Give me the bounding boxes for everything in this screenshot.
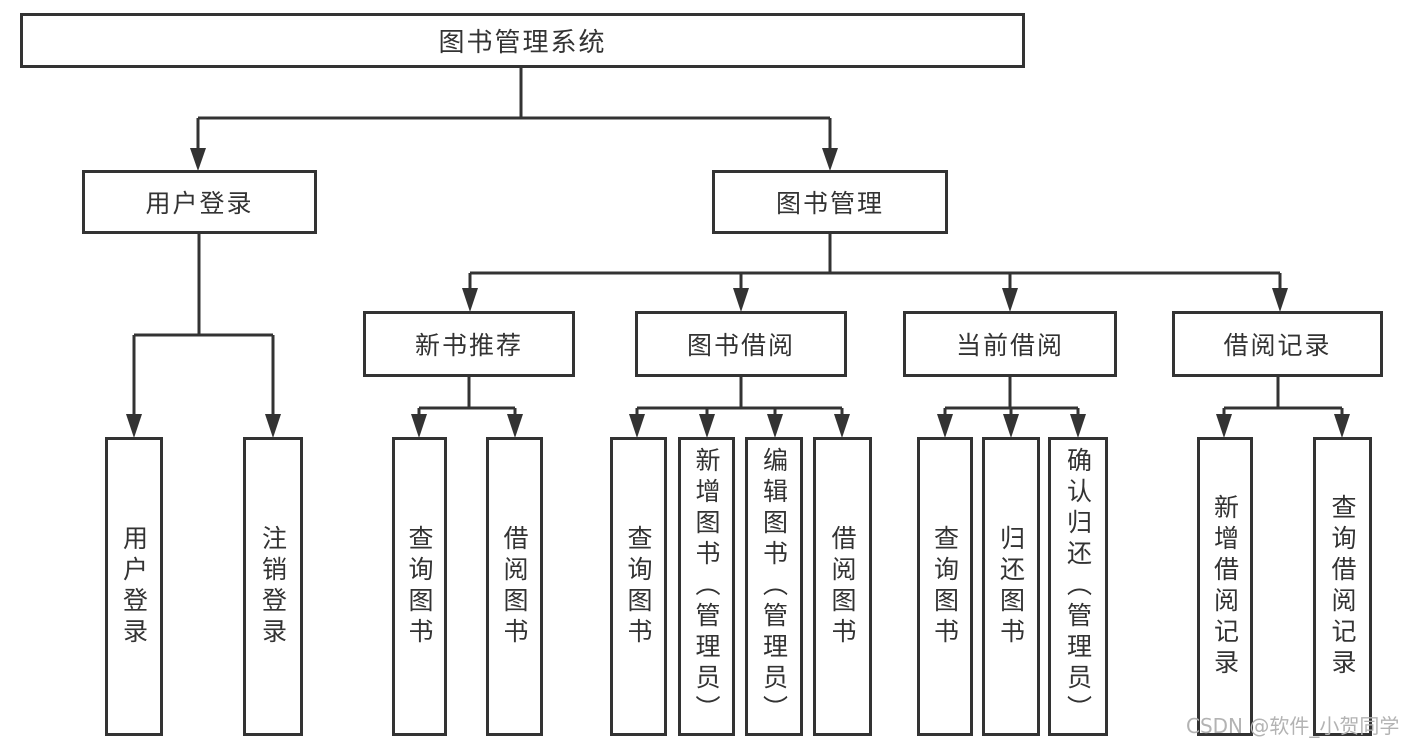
leaf-current-return: 归还图书 (982, 437, 1040, 736)
leaf-label: 编辑图书（管理员） (759, 447, 789, 726)
leaf-borrow-edit-admin: 编辑图书（管理员） (745, 437, 803, 736)
leaf-label: 借阅图书 (500, 524, 529, 649)
leaf-current-confirm-admin: 确认归还（管理员） (1048, 437, 1108, 736)
leaf-borrow-add-admin: 新增图书（管理员） (678, 437, 735, 736)
leaf-label: 查询借阅记录 (1328, 493, 1357, 680)
connector-current-borrow-to-leaves (937, 377, 1086, 438)
leaf-borrow-borrow: 借阅图书 (813, 437, 872, 736)
leaf-label: 查询图书 (624, 524, 653, 649)
connector-user-login-to-leaves (126, 234, 281, 438)
leaf-logout: 注销登录 (243, 437, 303, 736)
leaf-label: 注销登录 (258, 524, 288, 649)
leaf-current-query: 查询图书 (917, 437, 973, 736)
leaf-label: 查询图书 (405, 524, 434, 649)
leaf-borrow-query: 查询图书 (610, 437, 667, 736)
connector-new-book-to-leaves (411, 377, 523, 438)
node-current-borrow: 当前借阅 (903, 311, 1117, 377)
leaf-user-login: 用户登录 (105, 437, 163, 736)
leaf-label: 借阅图书 (828, 524, 857, 649)
leaf-label: 确认归还（管理员） (1063, 447, 1093, 726)
leaf-label: 新增借阅记录 (1210, 493, 1240, 680)
leaf-record-query: 查询借阅记录 (1313, 437, 1372, 736)
leaf-label: 新增图书（管理员） (692, 447, 721, 726)
leaf-newbook-query: 查询图书 (392, 437, 447, 736)
connector-book-borrow-to-leaves (629, 377, 850, 438)
node-user-login: 用户登录 (82, 170, 317, 234)
leaf-record-add: 新增借阅记录 (1197, 437, 1253, 736)
node-root-system: 图书管理系统 (20, 13, 1025, 68)
node-new-book-recommend: 新书推荐 (363, 311, 575, 377)
csdn-watermark: CSDN @软件_小贺同学 (1186, 714, 1400, 738)
leaf-label: 归还图书 (996, 524, 1026, 649)
connector-root-to-level2 (190, 68, 838, 171)
leaf-newbook-borrow: 借阅图书 (486, 437, 543, 736)
node-book-borrow: 图书借阅 (635, 311, 847, 377)
connector-book-mgmt-to-level3 (462, 234, 1288, 312)
node-borrow-record: 借阅记录 (1172, 311, 1383, 377)
connector-borrow-record-to-leaves (1216, 377, 1350, 438)
leaf-label: 用户登录 (119, 524, 149, 649)
leaf-label: 查询图书 (930, 524, 960, 649)
node-book-management: 图书管理 (712, 170, 948, 234)
